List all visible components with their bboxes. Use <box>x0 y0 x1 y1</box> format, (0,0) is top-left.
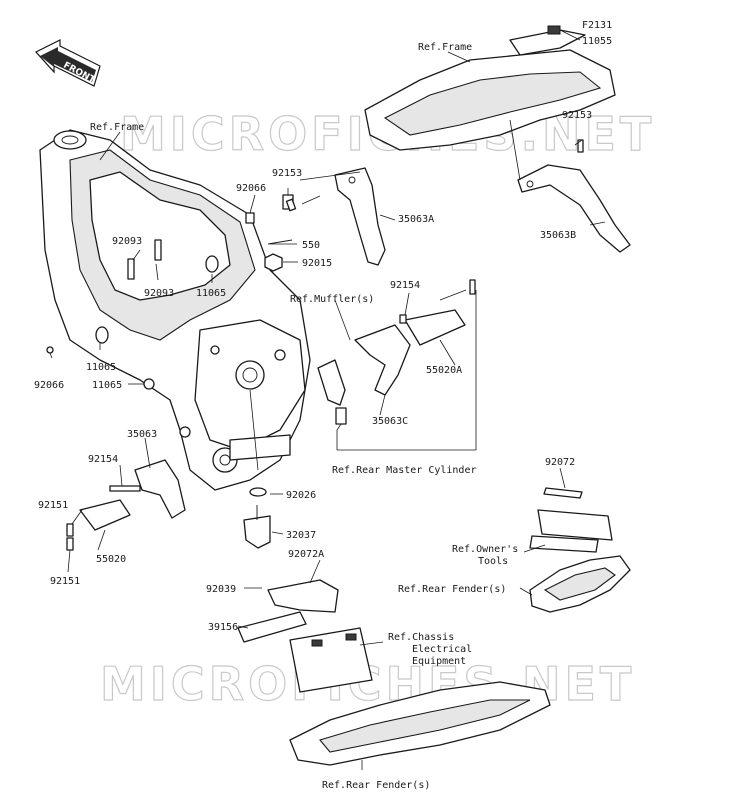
label-92153-a: 92153 <box>562 110 592 121</box>
front-arrow-icon: FRONT <box>35 39 101 87</box>
label-92151-a: 92151 <box>38 500 68 511</box>
label-ref-owners-tools-1: Ref.Owner's <box>452 544 518 555</box>
label-ref-rear-fender-1: Ref.Rear Fender(s) <box>398 584 506 595</box>
rear-fender-right <box>529 555 631 613</box>
label-92154-b: 92154 <box>88 454 118 465</box>
label-550: 550 <box>302 240 320 251</box>
label-35063: 35063 <box>127 429 157 440</box>
label-92153-b: 92153 <box>272 168 302 179</box>
label-ref-frame-top: Ref.Frame <box>418 42 472 53</box>
rear-subframe <box>364 25 616 151</box>
label-92093-a: 92093 <box>112 236 142 247</box>
footpeg-bracket-left <box>79 459 186 531</box>
tray-92072 <box>529 487 613 553</box>
small-parts <box>46 139 584 551</box>
label-92072a: 92072A <box>288 549 324 560</box>
label-ref-frame-left: Ref.Frame <box>90 122 144 133</box>
label-ref-owners-tools-2: Tools <box>478 556 508 567</box>
label-92066-b: 92066 <box>34 380 64 391</box>
bracket-35063a <box>334 167 386 266</box>
label-ref-chassis-2: Electrical <box>412 644 472 655</box>
label-35063b: 35063B <box>540 230 576 241</box>
label-ref-rear-master-cylinder: Ref.Rear Master Cylinder <box>332 465 477 476</box>
label-35063a: 35063A <box>398 214 434 225</box>
label-55020a: 55020A <box>426 365 462 376</box>
label-11065-a: 11065 <box>196 288 226 299</box>
label-ref-chassis-1: Ref.Chassis <box>388 632 454 643</box>
label-92093-b: 92093 <box>144 288 174 299</box>
battery-area <box>237 579 373 693</box>
leader-lines <box>49 29 606 770</box>
rear-fender-bottom <box>289 681 551 766</box>
main-frame <box>39 129 311 491</box>
label-ref-rear-fender-2: Ref.Rear Fender(s) <box>322 780 430 791</box>
label-39156: 39156 <box>208 622 238 633</box>
label-35063c: 35063C <box>372 416 408 427</box>
label-92039: 92039 <box>206 584 236 595</box>
label-92015: 92015 <box>302 258 332 269</box>
label-92026: 92026 <box>286 490 316 501</box>
label-92154-a: 92154 <box>390 280 420 291</box>
label-55020: 55020 <box>96 554 126 565</box>
part-labels: F2131 11055 Ref.Frame 92153 Ref.Frame 92… <box>34 20 612 791</box>
label-f2131: F2131 <box>582 20 612 31</box>
footpeg-bracket-right <box>317 309 466 425</box>
label-92151-b: 92151 <box>50 576 80 587</box>
label-11055: 11055 <box>582 36 612 47</box>
label-32037: 32037 <box>286 530 316 541</box>
label-ref-muffler: Ref.Muffler(s) <box>290 294 374 305</box>
label-92066-a: 92066 <box>236 183 266 194</box>
label-11065-c: 11065 <box>92 380 122 391</box>
label-ref-chassis-3: Equipment <box>412 656 466 667</box>
bracket-35063b <box>517 164 631 253</box>
label-92072: 92072 <box>545 457 575 468</box>
label-11065-b: 11065 <box>86 362 116 373</box>
